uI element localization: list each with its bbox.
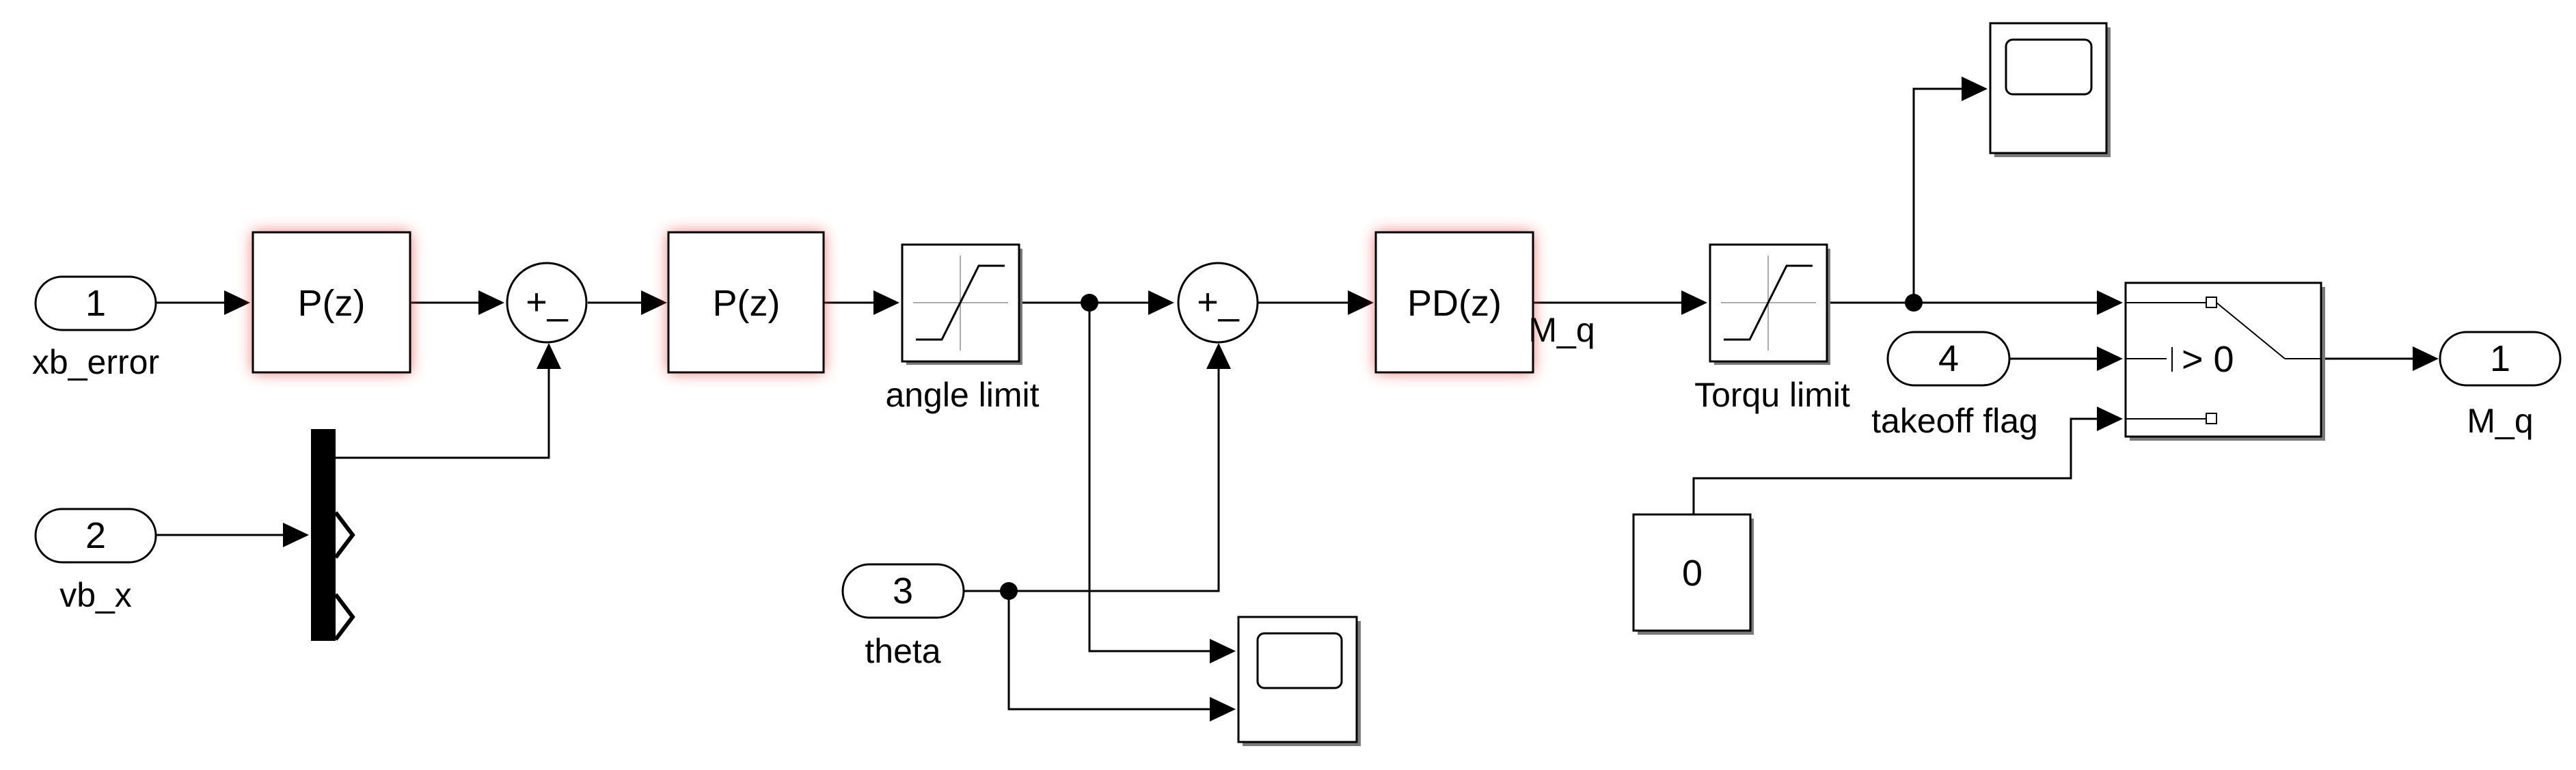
sum-1-signs: +_ (526, 281, 569, 322)
constant-block[interactable]: 0 (1632, 513, 1754, 635)
inport-2-label: vb_x (59, 576, 132, 614)
pd-controller-label: PD(z) (1407, 283, 1502, 324)
sum-block-2[interactable]: +_ (1177, 262, 1259, 344)
signal-lines (156, 77, 2439, 721)
scope-block-bottom[interactable] (1237, 616, 1361, 746)
discrete-filter-1-label: P(z) (298, 283, 366, 324)
outport-1[interactable]: 1 (2439, 331, 2562, 387)
pd-controller-block[interactable]: PD(z) (1374, 231, 1534, 374)
outport-1-label: M_q (2467, 402, 2533, 440)
bus-port-chevron-icon (334, 511, 355, 559)
inport-2[interactable]: 2 (34, 508, 157, 564)
discrete-filter-block-2[interactable]: P(z) (667, 231, 825, 374)
inport-4-label: takeoff flag (1871, 402, 2038, 440)
inport-1[interactable]: 1 (34, 275, 157, 331)
inport-1-label: xb_error (32, 343, 159, 381)
inport-4-number: 4 (1938, 338, 1959, 379)
inport-4[interactable]: 4 (1886, 331, 2011, 387)
discrete-filter-2-label: P(z) (713, 283, 781, 324)
torque-limit-label: Torqu limit (1694, 376, 1850, 414)
outport-1-number: 1 (2490, 338, 2510, 379)
inport-3[interactable]: 3 (841, 563, 965, 619)
signal-label-mq: M_q (1528, 311, 1595, 349)
inport-2-number: 2 (85, 515, 106, 556)
scope-screen-icon (2005, 38, 2093, 96)
sum-block-1[interactable]: +_ (506, 262, 588, 344)
bus-selector-block[interactable] (311, 429, 355, 641)
constant-value: 0 (1682, 553, 1703, 594)
bus-port-chevron-icon (334, 593, 355, 641)
torque-limit-saturation-block[interactable] (1709, 243, 1830, 365)
sum-2-signs: +_ (1197, 281, 1240, 322)
angle-limit-label: angle limit (885, 376, 1039, 414)
saturation-icon (916, 264, 1005, 341)
angle-limit-saturation-block[interactable] (901, 243, 1022, 365)
saturation-icon (1724, 264, 1813, 341)
inport-3-label: theta (865, 632, 940, 670)
inport-3-number: 3 (893, 570, 913, 611)
scope-screen-icon (1256, 632, 1343, 689)
discrete-filter-block-1[interactable]: P(z) (252, 231, 411, 374)
switch-condition: > 0 (2182, 339, 2234, 380)
switch-block[interactable]: > 0 (2124, 281, 2325, 441)
inport-1-number: 1 (85, 283, 106, 324)
scope-block-top[interactable] (1989, 22, 2111, 157)
